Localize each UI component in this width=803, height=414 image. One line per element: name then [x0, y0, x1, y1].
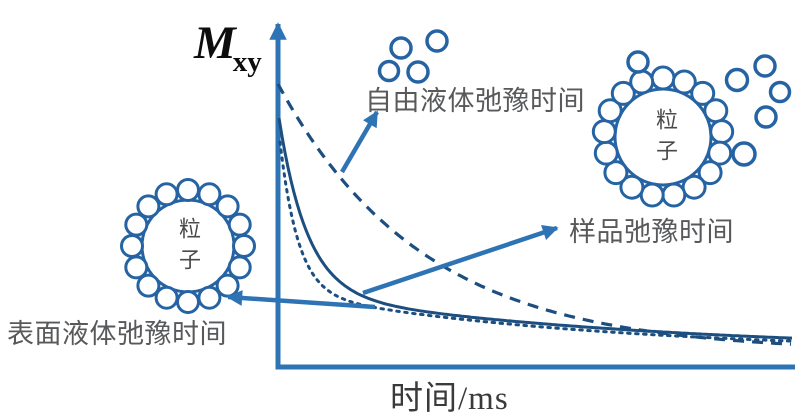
surface-liquid-relaxation-label: 表面液体弛豫时间 — [7, 319, 227, 349]
surface-molecule-icon — [154, 182, 179, 207]
free-molecule-icon — [425, 29, 449, 53]
surface-molecule-icon — [629, 69, 655, 95]
surface-molecule-icon — [690, 80, 716, 106]
surface-molecule-icon — [124, 212, 149, 237]
free-molecule-icon — [724, 67, 750, 93]
free-molecule-icon — [768, 80, 792, 104]
surface-molecule-icon — [597, 98, 623, 124]
y-axis-label-main: M — [194, 17, 236, 69]
surface-molecule-icon — [232, 234, 256, 258]
x-axis-label: 时间/ms — [390, 381, 509, 414]
surface-molecule-icon — [215, 194, 240, 219]
y-axis-label-subscript: xy — [232, 46, 262, 78]
surface-molecule-icon — [227, 212, 252, 237]
surface-molecule-icon — [707, 140, 733, 166]
surface-molecule-icon — [120, 234, 144, 258]
particle-left-label: 粒子 — [176, 217, 201, 279]
free-molecule-icon — [754, 105, 778, 129]
surface-molecule-icon — [639, 182, 665, 208]
sample-pointer-arrow — [362, 225, 559, 296]
surface-molecule-icon — [176, 290, 200, 314]
surface-molecule-icon — [136, 273, 161, 298]
surface-molecule-icon — [671, 69, 697, 95]
free-liquid-relaxation-curve — [276, 83, 792, 346]
surface-molecule-icon — [610, 80, 636, 106]
surface-pointer-arrow — [226, 290, 376, 310]
free-molecule-icon — [389, 36, 413, 60]
surface-molecule-icon — [709, 119, 735, 145]
free-molecule-icon — [626, 50, 650, 74]
free-liquid-pointer-arrow — [340, 110, 379, 174]
surface-molecule-icon — [681, 174, 707, 200]
surface-molecule-icon — [197, 182, 222, 207]
free-molecule-icon — [731, 141, 757, 167]
surface-molecule-icon — [136, 194, 161, 219]
surface-molecule-icon — [703, 98, 729, 124]
free-molecule-icon — [753, 54, 777, 78]
surface-molecule-icon — [154, 285, 179, 310]
surface-molecule-icon — [603, 160, 629, 186]
surface-molecule-icon — [176, 178, 200, 202]
surface-molecule-icon — [197, 285, 222, 310]
surface-molecule-icon — [591, 119, 617, 145]
surface-molecule-icon — [661, 182, 687, 208]
particle-right-illustration — [591, 65, 735, 208]
free-molecule-icon — [406, 60, 430, 84]
surface-molecule-icon — [593, 140, 619, 166]
free-liquid-relaxation-label: 自由液体弛豫时间 — [365, 86, 585, 116]
surface-molecule-icon — [227, 255, 252, 280]
sample-relaxation-label: 样品弛豫时间 — [569, 217, 734, 247]
surface-molecule-icon — [619, 174, 645, 200]
y-axis-label: Mxy — [194, 16, 262, 79]
surface-molecule-icon — [697, 160, 723, 186]
sample-relaxation-curve — [277, 117, 793, 340]
surface-molecule-icon — [124, 255, 149, 280]
particle-left-illustration — [120, 178, 256, 314]
free-molecule-icon — [377, 59, 401, 83]
surface-molecule-icon — [650, 65, 676, 91]
particle-right-label: 粒子 — [653, 108, 678, 170]
